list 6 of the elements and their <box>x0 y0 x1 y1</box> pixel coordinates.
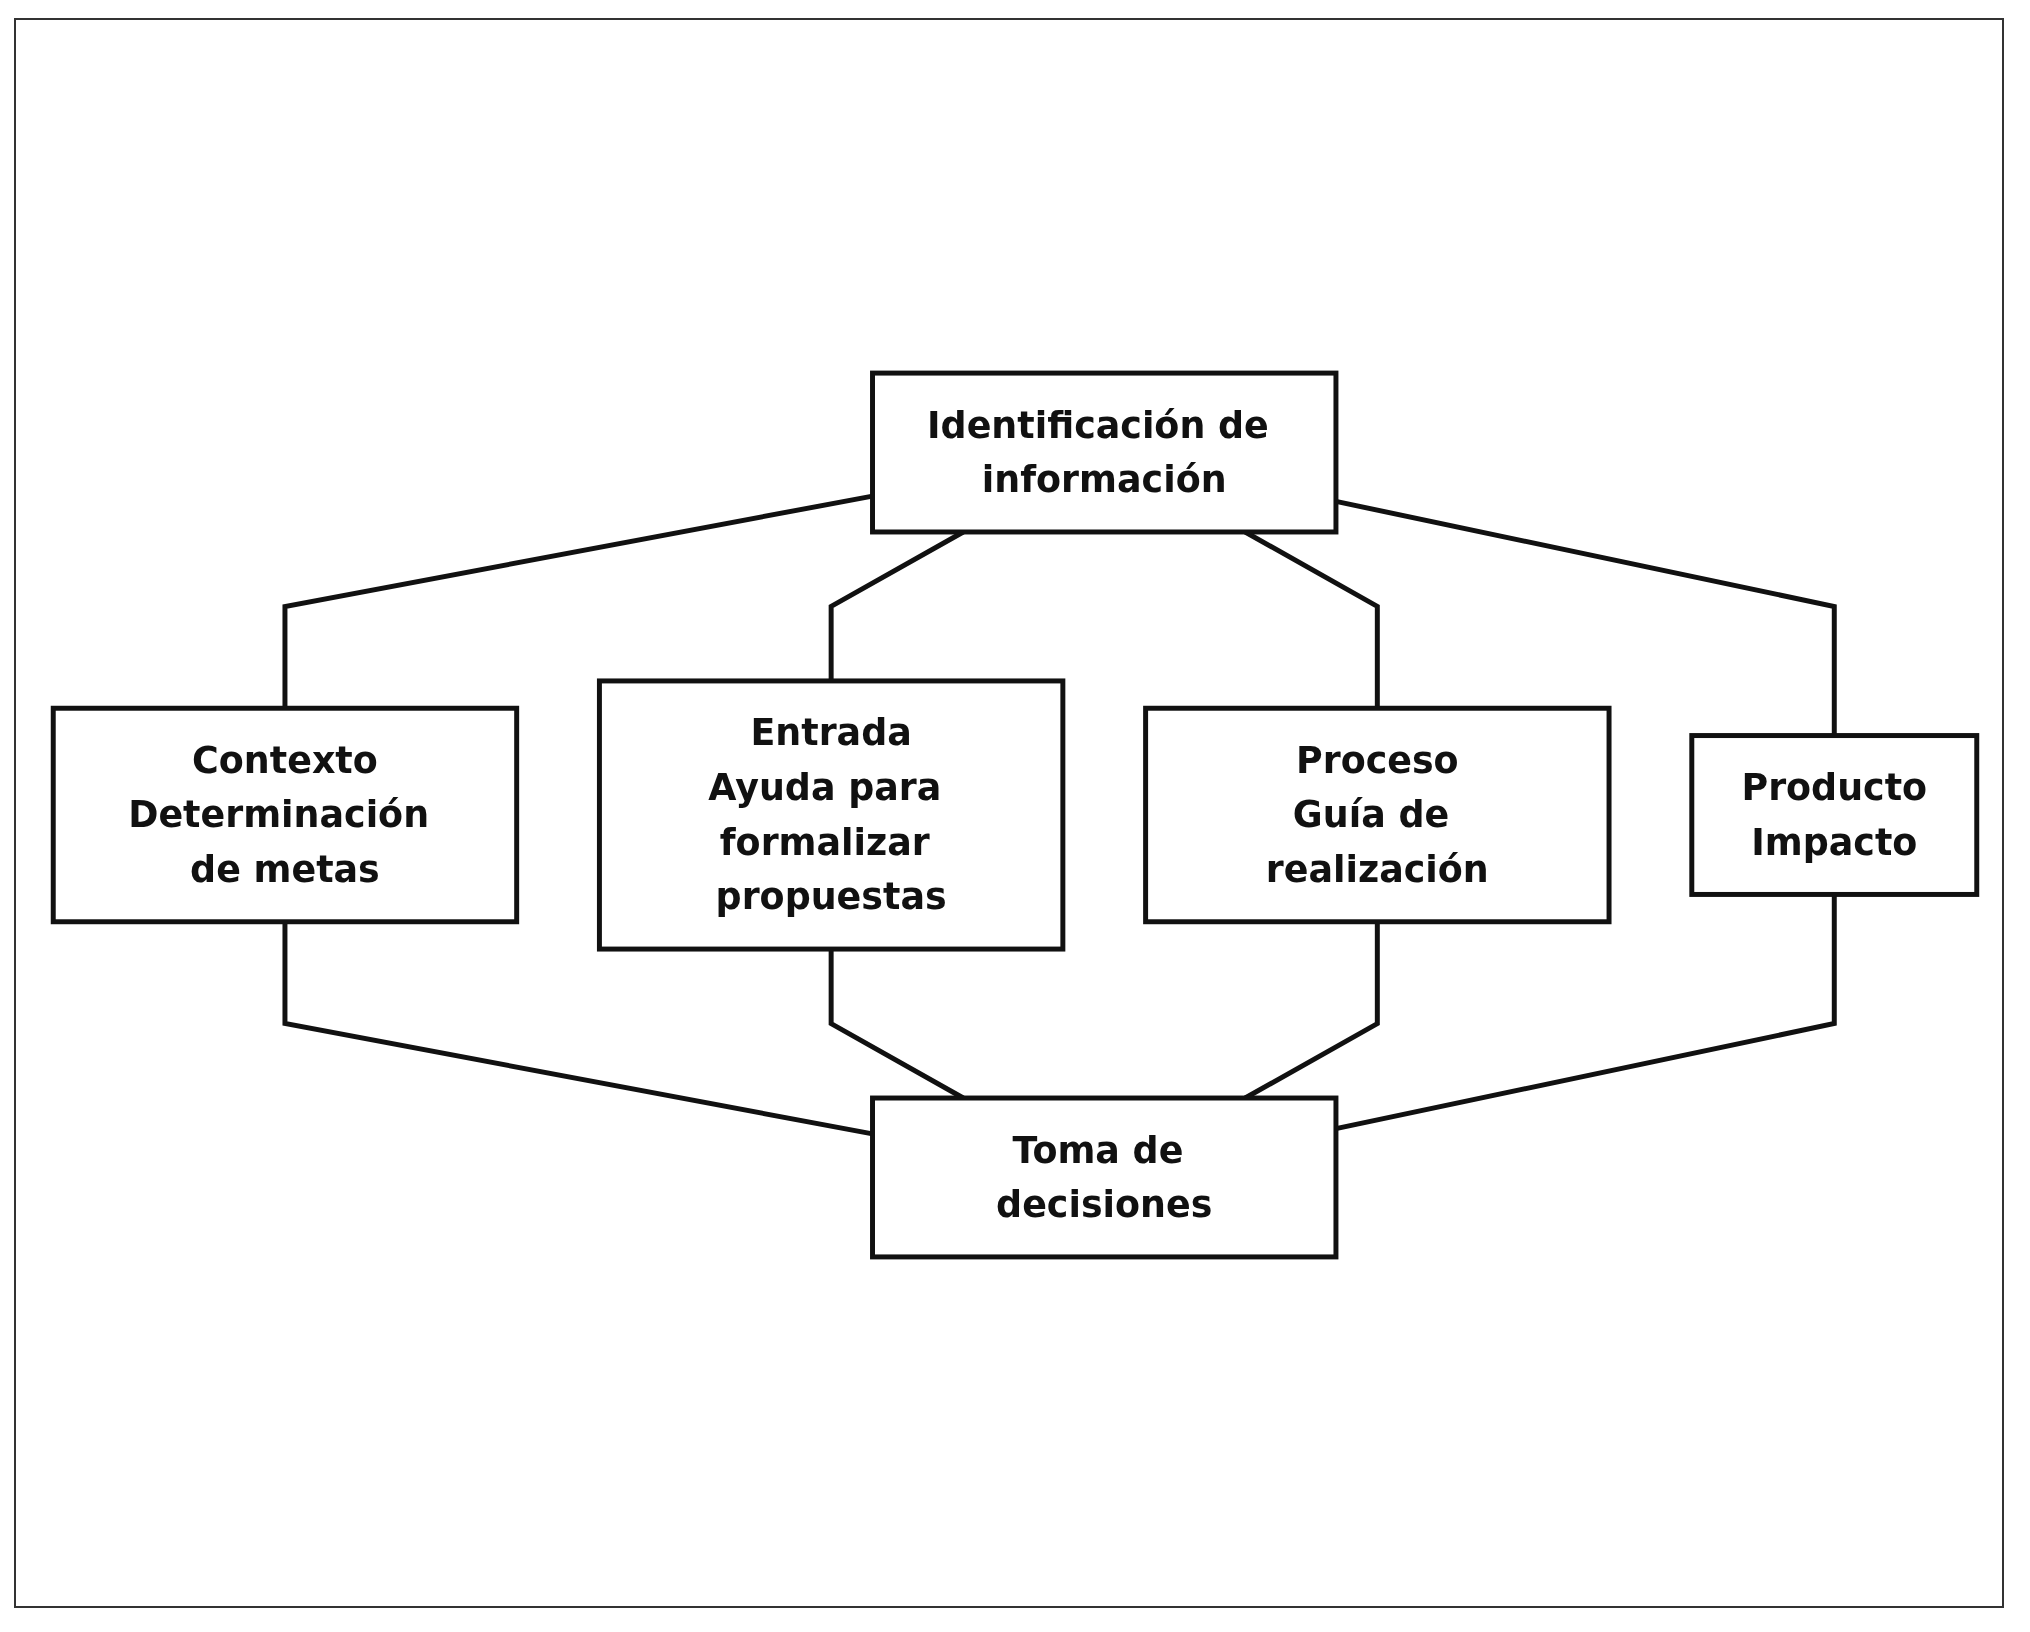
node-box: Contexto Determinación de metas <box>50 705 520 925</box>
node-box: Toma de decisiones <box>870 1095 1339 1260</box>
node-box: Entrada Ayuda para formalizar propuestas <box>596 678 1066 952</box>
node-box: Proceso Guía de realización <box>1143 705 1612 925</box>
node-box: Producto Impacto <box>1689 733 1980 897</box>
node-box: Identificación de información <box>870 370 1339 535</box>
